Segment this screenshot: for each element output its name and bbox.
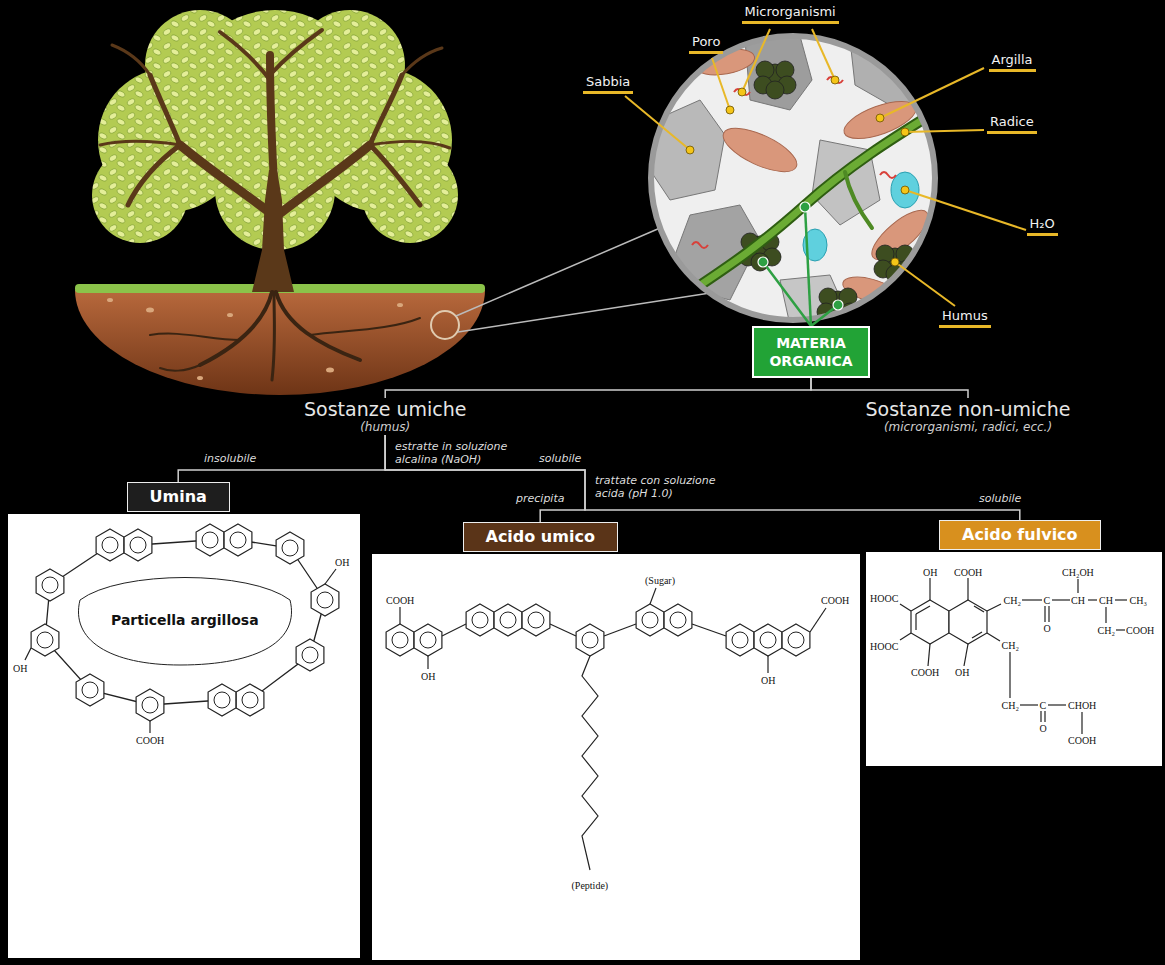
chemical-group: C [1039,700,1048,711]
branch-label: precipita [514,492,566,505]
node-subtitle: (humus) [304,420,466,435]
part-label: Argilla [989,52,1036,72]
structure-label: Particella argillosa [109,612,261,629]
node-title: Umina [150,487,207,507]
chemical-group: (Sugar) [644,575,676,586]
chemical-group: COOH [135,735,165,746]
process-note: estratte in soluzione alcalina (NaOH) [395,440,520,466]
node-title: Acido umico [486,527,595,547]
chemical-group: OH [334,557,350,568]
chemical-group: COOH [910,667,940,678]
tree [75,10,710,395]
node-title: Sostanze non-umiche [866,398,1071,420]
chemical-group: OH [420,671,436,682]
node-title: MATERIA ORGANICA [758,334,864,370]
chemical-group: COOH [385,595,415,606]
process-note: trattate con soluzione acida (pH 1.0) [595,474,720,500]
chemical-group: COOH [820,595,850,606]
fulvic-acid-structure [866,552,1162,766]
part-label: Sabbia [583,74,633,94]
part-label: Poro [689,34,723,54]
branch-line [178,435,385,482]
branch-line [385,435,1020,520]
node-title: Sostanze umiche [304,398,466,420]
humic-acid-structure [372,554,860,960]
chemical-group: (Peptide) [571,880,610,891]
part-label: Microrganismi [742,4,839,24]
root-box: MATERIA ORGANICA [752,326,870,378]
chemical-group: CH₃ [1129,595,1148,606]
node-subtitle: (microrganismi, radici, ecc.) [866,420,1071,435]
chemical-group: HOOC [869,593,899,604]
branch-line [385,378,811,398]
chemical-group: OH [760,675,776,686]
chemical-group: CH₂ [1097,625,1116,636]
chemical-group: CH [1098,595,1114,606]
chemical-group: O [1039,723,1048,734]
chemical-group: CH₂ [1003,595,1022,606]
chemical-group: CH₂ [1001,640,1020,651]
part-label: H₂O [1027,216,1058,236]
chemical-group: CH₂ [1001,700,1020,711]
chemical-group: CH [1070,595,1086,606]
chemical-group: OH [922,567,938,578]
chemical-group: OH [12,663,28,674]
node-title: Acido fulvico [962,525,1078,545]
fraction-box: Acido umico [463,522,618,552]
branch-label: solubile [537,452,583,465]
chemical-group: C [1043,595,1052,606]
soil-magnification [625,29,1026,326]
chemical-group: COOH [1125,625,1155,636]
branch-label: solubile [977,492,1023,505]
category-heading: Sostanze umiche(humus) [304,398,466,435]
chemical-group: COOH [1067,735,1097,746]
chemical-group: CH₂OH [1061,567,1095,578]
chemical-group: COOH [953,567,983,578]
branch-line [811,378,968,398]
category-heading: Sostanze non-umiche(microrganismi, radic… [866,398,1071,435]
fraction-box: Acido fulvico [939,520,1101,550]
branch-line [385,435,585,522]
chemical-group: CHOH [1067,700,1097,711]
humin-structure [8,514,360,958]
part-label: Humus [939,308,991,328]
chemical-group: OH [954,667,970,678]
part-label: Radice [987,114,1037,134]
fraction-box: Umina [127,482,230,512]
chemical-group: HOOC [869,641,899,652]
branch-label: insolubile [202,452,258,465]
chemical-group: O [1043,623,1052,634]
